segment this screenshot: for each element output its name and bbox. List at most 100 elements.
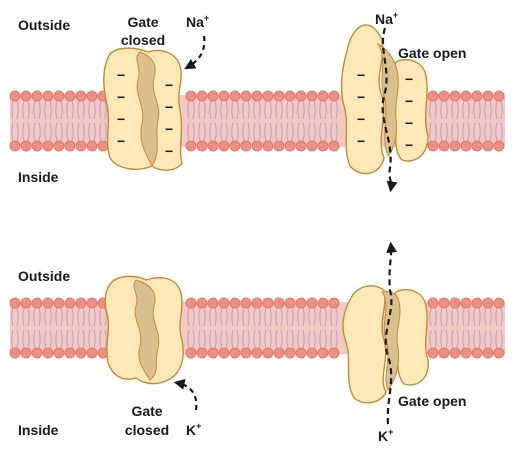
phospholipid-head	[460, 297, 472, 309]
phospholipid-head	[273, 140, 285, 152]
phospholipid-head	[207, 140, 219, 152]
phospholipid-tail	[77, 100, 80, 120]
phospholipid-head	[482, 347, 494, 359]
phospholipid-tail	[198, 329, 201, 349]
top-gate-closed-channel: − − − − − − − −	[103, 47, 183, 171]
top-membrane	[9, 90, 505, 152]
phospholipid-tail	[434, 122, 437, 142]
phospholipid-head	[207, 347, 219, 359]
charge-minus: −	[117, 133, 125, 149]
phospholipid-tail	[71, 122, 74, 142]
phospholipid-tail	[22, 307, 25, 327]
phospholipid-tail	[88, 100, 91, 120]
na-flow-arrow	[381, 27, 398, 193]
phospholipid-head	[449, 90, 461, 102]
phospholipid-tail	[77, 329, 80, 349]
phospholipid-tail	[330, 329, 333, 349]
phospholipid-tail	[231, 100, 234, 120]
phospholipid-tail	[308, 100, 311, 120]
phospholipid-tail	[330, 100, 333, 120]
gate-open-label: Gate open	[398, 393, 466, 409]
phospholipid-tail	[77, 307, 80, 327]
phospholipid-head	[471, 90, 483, 102]
phospholipid-tail	[269, 100, 272, 120]
phospholipid-head	[427, 140, 439, 152]
phospholipid-head	[460, 90, 472, 102]
phospholipid-head	[53, 140, 65, 152]
phospholipid-head	[86, 347, 98, 359]
phospholipid-tail	[456, 329, 459, 349]
phospholipid-tail	[478, 329, 481, 349]
phospholipid-tail	[225, 100, 228, 120]
phospholipid-tail	[297, 122, 300, 142]
phospholipid-tail	[214, 122, 217, 142]
phospholipid-tail	[82, 100, 85, 120]
phospholipid-tail	[49, 122, 52, 142]
phospholipid-tail	[22, 100, 25, 120]
phospholipid-head	[427, 90, 439, 102]
phospholipid-tail	[11, 122, 14, 142]
phospholipid-tail	[467, 307, 470, 327]
phospholipid-tail	[220, 307, 223, 327]
phospholipid-head	[427, 297, 439, 309]
phospholipid-head	[207, 90, 219, 102]
phospholipid-tail	[253, 307, 256, 327]
na-ion-label: Na+	[375, 10, 398, 27]
phospholipid-tail	[77, 122, 80, 142]
phospholipid-head	[31, 297, 43, 309]
phospholipid-head	[31, 90, 43, 102]
phospholipid-tail	[291, 307, 294, 327]
phospholipid-tail	[247, 307, 250, 327]
phospholipid-tail	[192, 307, 195, 327]
phospholipid-tail	[88, 307, 91, 327]
phospholipid-head	[240, 347, 252, 359]
phospholipid-head	[438, 90, 450, 102]
phospholipid-tail	[462, 122, 465, 142]
phospholipid-tail	[225, 122, 228, 142]
phospholipid-tail	[209, 307, 212, 327]
phospholipid-tail	[27, 122, 30, 142]
phospholipid-head	[427, 347, 439, 359]
phospholipid-head	[471, 297, 483, 309]
phospholipid-tail	[440, 307, 443, 327]
phospholipid-tail	[71, 329, 74, 349]
phospholipid-tail	[451, 100, 454, 120]
phospholipid-head	[31, 347, 43, 359]
phospholipid-tail	[275, 100, 278, 120]
phospholipid-tail	[247, 329, 250, 349]
phospholipid-tail	[242, 122, 245, 142]
phospholipid-tail	[429, 122, 432, 142]
phospholipid-tail	[462, 307, 465, 327]
phospholipid-tail	[440, 100, 443, 120]
phospholipid-tail	[445, 122, 448, 142]
phospholipid-head	[229, 90, 241, 102]
phospholipid-tail	[198, 307, 201, 327]
phospholipid-tail	[60, 100, 63, 120]
phospholipid-head	[240, 140, 252, 152]
phospholipid-tail	[489, 329, 492, 349]
phospholipid-tail	[44, 100, 47, 120]
phospholipid-head	[317, 297, 329, 309]
phospholipid-head	[86, 90, 98, 102]
phospholipid-tail	[11, 307, 14, 327]
phospholipid-tail	[269, 329, 272, 349]
phospholipid-tail	[445, 100, 448, 120]
phospholipid-tail	[484, 329, 487, 349]
phospholipid-head	[42, 140, 54, 152]
phospholipid-head	[449, 297, 461, 309]
phospholipid-head	[493, 140, 505, 152]
phospholipid-head	[75, 347, 87, 359]
k-ion-label: K+	[186, 421, 201, 438]
phospholipid-tail	[253, 122, 256, 142]
phospholipid-tail	[242, 307, 245, 327]
phospholipid-head	[9, 90, 21, 102]
phospholipid-tail	[187, 100, 190, 120]
charge-minus: −	[357, 111, 365, 127]
phospholipid-tail	[11, 329, 14, 349]
phospholipid-tail	[44, 307, 47, 327]
phospholipid-tail	[192, 100, 195, 120]
phospholipid-head	[240, 297, 252, 309]
phospholipid-tail	[489, 122, 492, 142]
phospholipid-tail	[484, 122, 487, 142]
phospholipid-tail	[16, 329, 19, 349]
